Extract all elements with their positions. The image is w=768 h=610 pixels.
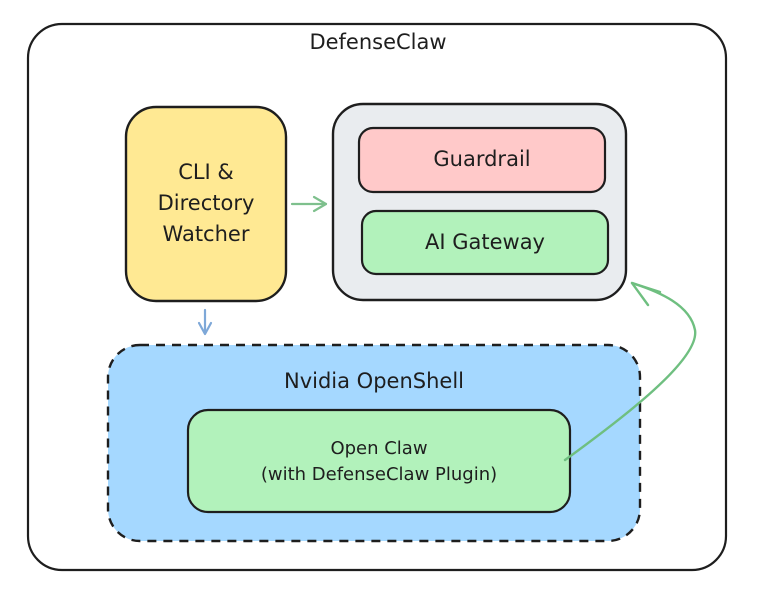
diagram-title: DefenseClaw [309, 30, 447, 54]
ai-gateway-label: AI Gateway [424, 230, 545, 254]
arrow-cli-to-openshell [197, 308, 213, 336]
guardrail-node[interactable] [357, 126, 607, 194]
openshell-label: Nvidia OpenShell [284, 369, 464, 393]
ai-gateway-node[interactable] [360, 209, 610, 276]
cli-watcher-node[interactable] [124, 105, 288, 303]
arrow-cli-to-gateway [290, 195, 328, 213]
openclaw-node[interactable] [186, 408, 572, 514]
guardrail-label: Guardrail [433, 147, 531, 171]
arrow-openclaw-to-gateway [563, 281, 697, 462]
cli-watcher-label: CLI & Directory Watcher [157, 160, 255, 246]
openclaw-label: Open Claw (with DefenseClaw Plugin) [260, 438, 498, 485]
